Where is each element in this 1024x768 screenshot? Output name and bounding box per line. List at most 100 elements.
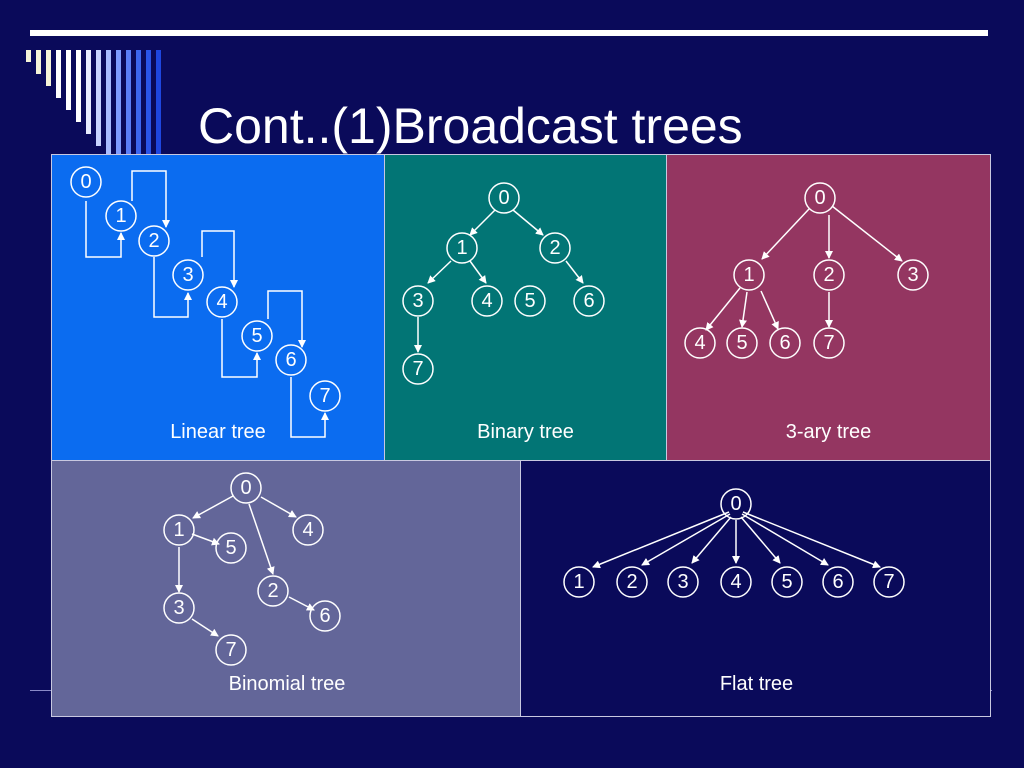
node-7 (813, 327, 845, 359)
node-label-5: 5 (736, 332, 747, 354)
edge-0-3 (831, 205, 903, 262)
linear-tree-nodes (70, 166, 341, 412)
node-label-5: 5 (524, 290, 535, 312)
node-label-0: 0 (240, 477, 251, 499)
node-label-0: 0 (814, 187, 825, 209)
panel-3-ary-tree: 0 1 2 3 4 5 6 7 3-ary tree (666, 154, 991, 461)
edge-1-3 (427, 260, 452, 284)
node-3 (172, 259, 204, 291)
three-ary-tree-nodes (684, 182, 929, 359)
edge-0-6 (741, 513, 829, 566)
node-4 (206, 286, 238, 318)
node-label-7: 7 (412, 358, 423, 380)
node-label-7: 7 (319, 385, 330, 407)
node-label-7: 7 (225, 639, 236, 661)
flat-tree-label: Flat tree (719, 673, 794, 695)
edge-0-7 (742, 511, 881, 569)
flat-tree-diagram: 0 1 2 3 4 5 6 7 (563, 488, 905, 598)
panel-flat-tree: 0 1 2 3 4 5 6 7 Flat tree (520, 460, 991, 717)
node-3 (667, 566, 699, 598)
node-label-4: 4 (481, 290, 492, 312)
binary-tree-nodes (402, 182, 605, 385)
node-2 (257, 575, 289, 607)
node-0 (70, 166, 102, 198)
node-label-2: 2 (626, 571, 637, 593)
panel-binomial-tree: 0 1 4 5 2 3 6 7 Binomial tree (51, 460, 521, 717)
node-5 (215, 532, 247, 564)
node-label-2: 2 (148, 230, 159, 252)
node-6 (573, 285, 605, 317)
edge-3-4 (201, 230, 238, 288)
node-6 (822, 566, 854, 598)
node-6 (275, 344, 307, 376)
edge-1-5 (191, 533, 220, 546)
edge-0-3 (691, 516, 732, 564)
edge-1-5 (739, 291, 748, 328)
node-6 (309, 600, 341, 632)
node-label-4: 4 (730, 571, 741, 593)
linear-tree-edges (85, 170, 329, 438)
binomial-tree-label: Binomial tree (228, 673, 346, 695)
binary-tree-edges (414, 209, 584, 353)
node-label-1: 1 (743, 264, 754, 286)
node-4 (471, 285, 503, 317)
node-1 (563, 566, 595, 598)
node-label-2: 2 (267, 580, 278, 602)
node-3 (897, 259, 929, 291)
top-rule (30, 30, 988, 36)
node-label-4: 4 (694, 332, 705, 354)
edge-0-1 (761, 208, 810, 260)
node-2 (813, 259, 845, 291)
flat-tree-nodes (563, 488, 905, 598)
node-4 (292, 514, 324, 546)
node-label-0: 0 (498, 187, 509, 209)
node-7 (873, 566, 905, 598)
edge-6-7 (290, 377, 329, 438)
node-3 (402, 285, 434, 317)
edge-0-2 (641, 513, 731, 566)
node-0 (230, 472, 262, 504)
node-0 (804, 182, 836, 214)
binary-tree-label: Binary tree (477, 421, 574, 443)
edge-0-1 (192, 495, 234, 519)
edge-2-3 (153, 257, 192, 318)
node-label-2: 2 (549, 237, 560, 259)
node-7 (402, 353, 434, 385)
three-ary-tree-label: 3-ary tree (785, 421, 872, 443)
node-1 (446, 232, 478, 264)
node-label-6: 6 (285, 349, 296, 371)
node-5 (771, 566, 803, 598)
edge-4-5 (221, 319, 261, 378)
panel-binary-tree: 0 1 2 3 4 5 6 7 Binary tree (384, 154, 667, 461)
node-label-3: 3 (173, 597, 184, 619)
node-2 (138, 225, 170, 257)
three-ary-tree-edges (705, 205, 903, 331)
edge-2-6 (565, 260, 584, 284)
node-0 (720, 488, 752, 520)
edge-0-1 (469, 209, 496, 236)
node-label-6: 6 (779, 332, 790, 354)
node-6 (769, 327, 801, 359)
node-label-4: 4 (302, 519, 313, 541)
node-label-3: 3 (412, 290, 423, 312)
edge-3-7 (191, 618, 219, 637)
node-label-5: 5 (781, 571, 792, 593)
edge-0-2 (512, 209, 544, 236)
node-1 (733, 259, 765, 291)
edge-1-4 (705, 287, 741, 331)
node-label-1: 1 (573, 571, 584, 593)
binomial-tree-edges (175, 495, 315, 637)
node-1 (105, 200, 137, 232)
edge-0-5 (740, 516, 781, 564)
node-label-2: 2 (823, 264, 834, 286)
node-label-0: 0 (80, 171, 91, 193)
node-5 (514, 285, 546, 317)
linear-tree-diagram: 0 1 2 3 4 5 6 7 (70, 166, 341, 438)
node-label-0: 0 (730, 493, 741, 515)
linear-tree-label: Linear tree (170, 421, 266, 443)
node-7 (215, 634, 247, 666)
node-label-1: 1 (115, 205, 126, 227)
node-7 (309, 380, 341, 412)
node-5 (726, 327, 758, 359)
